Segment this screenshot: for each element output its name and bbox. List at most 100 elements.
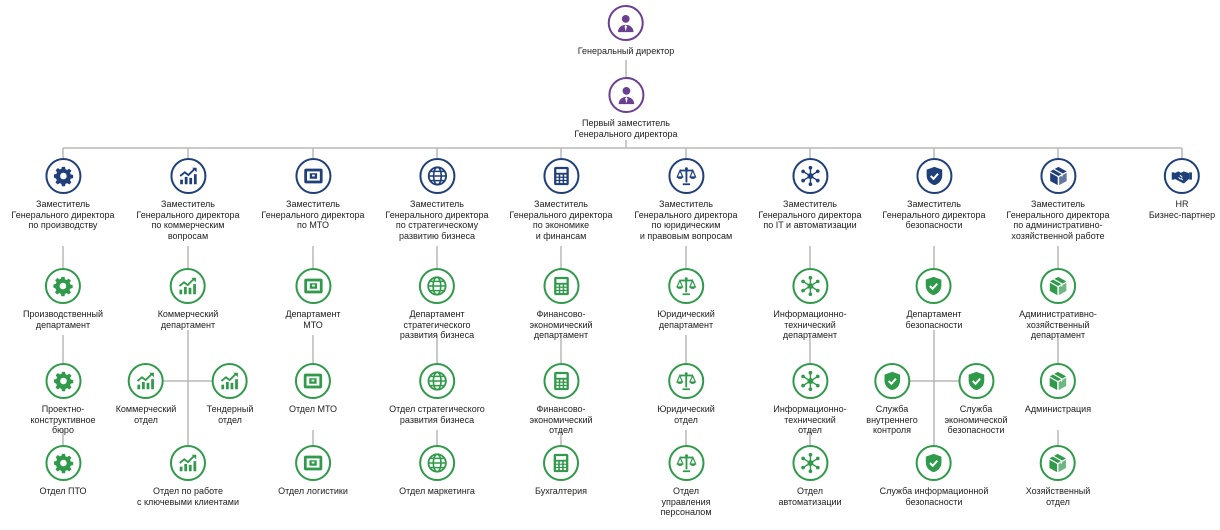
unit-node[interactable]: Административно- хозяйственный департаме… (1019, 268, 1097, 341)
node-label: HR Бизнес-партнер (1148, 199, 1216, 220)
node-label: Заместитель Генерального директора по МТ… (261, 199, 365, 230)
chart-icon (170, 268, 206, 304)
box-icon (295, 363, 331, 399)
node-label: Заместитель Генерального директора по IT… (758, 199, 862, 230)
calculator-icon (542, 268, 579, 304)
unit-node[interactable]: Информационно- технический отдел (773, 363, 847, 436)
node-label: Юридический отдел (657, 404, 715, 425)
node-label: Отдел автоматизации (778, 486, 842, 507)
node-label: Коммерческий департамент (157, 309, 219, 330)
handshake-icon (1163, 158, 1200, 194)
unit-node[interactable]: Тендерный отдел (206, 363, 254, 425)
unit-node[interactable]: Бухгалтерия (535, 445, 587, 497)
ceo-node[interactable]: Генеральный директор (578, 5, 674, 57)
node-label: Отдел по работе с ключевыми клиентами (136, 486, 240, 507)
node-label: Заместитель Генерального директора по пр… (11, 199, 115, 230)
globe-icon (418, 158, 455, 194)
node-label: Производственный департамент (22, 309, 104, 330)
shield-icon (916, 268, 952, 304)
deputy-node-4[interactable]: Заместитель Генерального директора по ст… (385, 158, 489, 241)
unit-node[interactable]: Финансово- экономический отдел (529, 363, 593, 436)
node-label: Юридический департамент (657, 309, 715, 330)
node-label: Отдел стратегического развития бизнеса (389, 404, 485, 425)
unit-node[interactable]: Отдел по работе с ключевыми клиентами (137, 445, 239, 507)
network-icon (792, 363, 828, 399)
box-icon (294, 445, 331, 481)
unit-node[interactable]: Юридический отдел (657, 363, 715, 425)
node-label: Финансово- экономический отдел (529, 404, 593, 435)
node-label: Отдел ПТО (39, 486, 87, 496)
cube-icon (1039, 445, 1076, 481)
unit-node[interactable]: Служба информационной безопасности (879, 445, 989, 507)
node-label: Отдел маркетинга (399, 486, 475, 496)
deputy-node-7[interactable]: Заместитель Генерального директора по IT… (758, 158, 862, 231)
globe-icon (419, 445, 455, 481)
unit-node[interactable]: Отдел стратегического развития бизнеса (389, 363, 485, 425)
first-deputy-node[interactable]: Первый заместитель Генерального директор… (574, 77, 678, 139)
calculator-icon (542, 158, 579, 194)
deputy-node-6[interactable]: Заместитель Генерального директора по юр… (634, 158, 738, 241)
node-label: Заместитель Генерального директора по юр… (634, 199, 738, 241)
node-label: Тендерный отдел (206, 404, 254, 425)
unit-node[interactable]: Проектно- конструктивное бюро (31, 363, 96, 436)
unit-node[interactable]: Отдел МТО (289, 363, 337, 415)
scales-icon (668, 268, 704, 304)
shield-icon (958, 363, 994, 399)
unit-node[interactable]: Коммерческий департамент (157, 268, 219, 330)
network-icon (791, 158, 828, 194)
unit-node[interactable]: Отдел логистики (278, 445, 348, 497)
gear-icon (45, 268, 81, 304)
node-label: Финансово- экономический департамент (529, 309, 593, 340)
person-icon (607, 77, 644, 113)
deputy-node-10[interactable]: HR Бизнес-партнер (1149, 158, 1215, 220)
unit-node[interactable]: Коммерческий отдел (116, 363, 176, 425)
deputy-node-5[interactable]: Заместитель Генерального директора по эк… (509, 158, 613, 241)
unit-node[interactable]: Хозяйственный отдел (1025, 445, 1091, 507)
node-label: Отдел МТО (288, 404, 338, 414)
node-label: Заместитель Генерального директора по ад… (1006, 199, 1110, 241)
unit-node[interactable]: Отдел управления персоналом (660, 445, 712, 518)
calculator-icon (542, 445, 579, 481)
unit-node[interactable]: Отдел ПТО (39, 445, 87, 497)
calculator-icon (542, 363, 579, 399)
unit-node[interactable]: Производственный департамент (23, 268, 103, 330)
chart-icon (128, 363, 164, 399)
unit-node[interactable]: Департамент МТО (285, 268, 341, 330)
gear-icon (45, 363, 81, 399)
node-label: Служба информационной безопасности (879, 486, 989, 507)
shield-icon (873, 363, 910, 399)
unit-node[interactable]: Отдел автоматизации (778, 445, 842, 507)
node-label: Хозяйственный отдел (1025, 486, 1091, 507)
box-icon (294, 268, 331, 304)
cube-icon (1040, 268, 1076, 304)
deputy-node-3[interactable]: Заместитель Генерального директора по МТ… (261, 158, 365, 231)
unit-node[interactable]: Департамент безопасности (905, 268, 963, 330)
cube-icon (1040, 363, 1076, 399)
unit-node[interactable]: Информационно- технический департамент (773, 268, 847, 341)
scales-icon (667, 158, 704, 194)
node-label: Департамент безопасности (905, 309, 963, 330)
unit-node[interactable]: Служба внутреннего контроля (866, 363, 918, 436)
scales-icon (667, 445, 704, 481)
unit-node[interactable]: Департамент стратегического развития биз… (400, 268, 474, 341)
deputy-node-8[interactable]: Заместитель Генерального директора безоп… (882, 158, 986, 231)
unit-node[interactable]: Служба экономической безопасности (944, 363, 1008, 436)
node-label: Служба экономической безопасности (944, 404, 1008, 435)
network-icon (791, 445, 828, 481)
globe-icon (418, 363, 455, 399)
unit-node[interactable]: Юридический департамент (657, 268, 715, 330)
unit-node[interactable]: Администрация (1025, 363, 1091, 415)
network-icon (792, 268, 828, 304)
node-label: Департамент стратегического развития биз… (399, 309, 475, 340)
node-label: Администрация (1024, 404, 1092, 414)
unit-node[interactable]: Отдел маркетинга (399, 445, 475, 497)
deputy-node-1[interactable]: Заместитель Генерального директора по пр… (11, 158, 115, 231)
node-label: Департамент МТО (285, 309, 341, 330)
deputy-node-9[interactable]: Заместитель Генерального директора по ад… (1006, 158, 1110, 241)
node-label: Бухгалтерия (535, 486, 587, 496)
unit-node[interactable]: Финансово- экономический департамент (529, 268, 593, 341)
deputy-node-2[interactable]: Заместитель Генерального директора по ко… (136, 158, 240, 241)
node-label: Заместитель Генерального директора по ко… (136, 199, 240, 241)
